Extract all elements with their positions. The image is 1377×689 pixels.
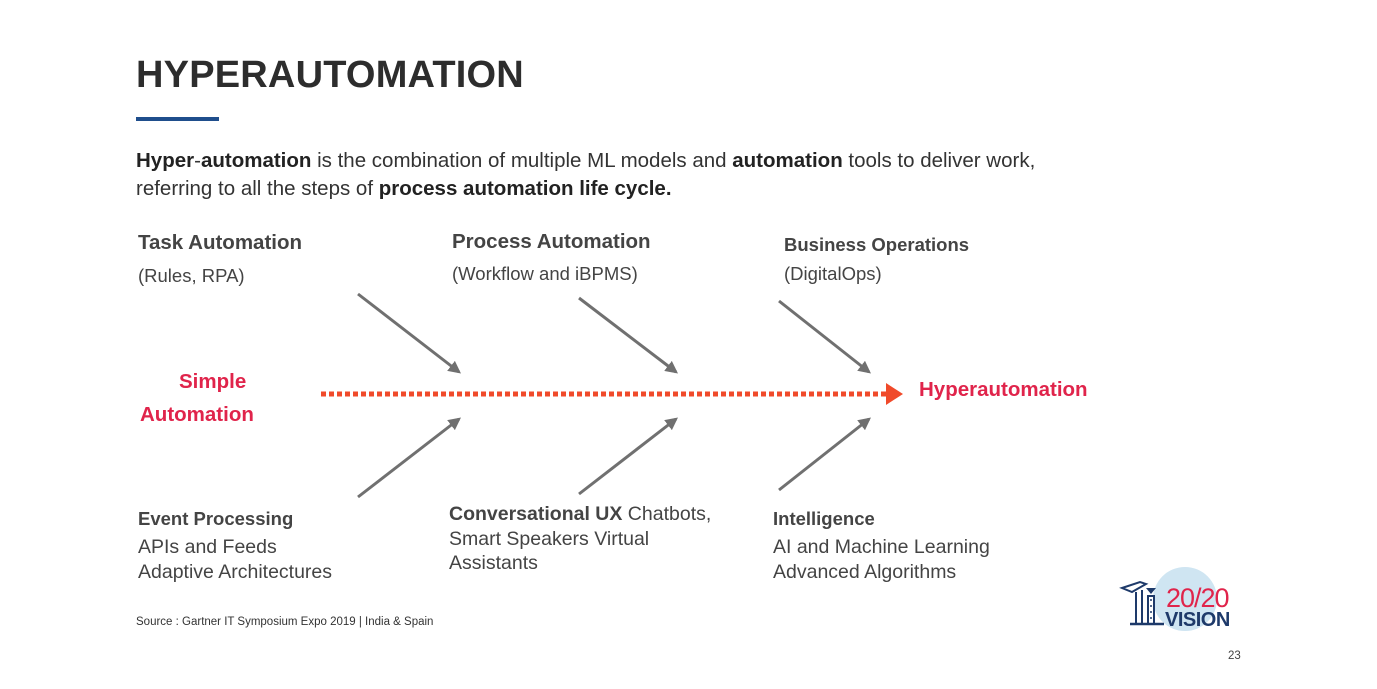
intro-line-2: referring to all the steps of process au…: [136, 177, 672, 200]
label-event-processing-body: APIs and Feeds Adaptive Architectures: [138, 535, 332, 584]
arrow-business-operations: [778, 299, 871, 374]
label-intelligence: Intelligence: [773, 508, 875, 529]
event-line-2: Adaptive Architectures: [138, 560, 333, 583]
intelligence-line-2: Advanced Algorithms: [773, 560, 957, 583]
intro-text-3: referring to all the steps of: [136, 177, 379, 200]
intro-text-2: tools to deliver work,: [842, 149, 1036, 172]
intro-paragraph: Hyper-automation is the combination of m…: [136, 147, 1035, 203]
vision-logo-icon: [1119, 567, 1217, 631]
label-task-automation: Task Automation: [138, 231, 303, 254]
page-title: HYPERAUTOMATION: [136, 54, 524, 96]
conversational-ux-heading: Conversational UX: [449, 503, 623, 525]
label-process-automation: Process Automation: [452, 230, 651, 253]
intro-line-1: Hyper-automation is the combination of m…: [136, 149, 1035, 172]
label-automation: Automation: [140, 403, 254, 426]
arrow-conversational-ux: [578, 417, 678, 496]
label-event-processing: Event Processing: [138, 508, 294, 529]
intro-bold-automation: automation: [200, 149, 312, 172]
intro-bold-hyper: Hyper: [136, 149, 195, 172]
intelligence-line-1: AI and Machine Learning: [773, 536, 990, 558]
conversational-ux-tail: Chatbots,: [622, 503, 712, 525]
arrow-intelligence: [778, 417, 871, 492]
intro-bold-lifecycle: process automation life cycle.: [378, 177, 672, 200]
title-underline: [136, 117, 219, 121]
source-citation: Source : Gartner IT Symposium Expo 2019 …: [136, 616, 434, 628]
intro-hyphen: -: [194, 149, 201, 172]
label-hyperautomation: Hyperautomation: [919, 378, 1088, 401]
label-task-automation-sub: (Rules, RPA): [138, 265, 245, 286]
arrow-task-automation: [357, 292, 461, 374]
label-simple: Simple: [179, 370, 247, 393]
intro-bold-automation-2: automation: [732, 149, 843, 172]
label-business-operations-sub: (DigitalOps): [784, 263, 882, 284]
intro-text-1: is the combination of multiple ML models…: [311, 149, 733, 172]
label-business-operations: Business Operations: [784, 234, 970, 255]
logo-text-2020: 20/20: [1166, 583, 1230, 613]
central-arrowhead: [886, 383, 903, 405]
label-conversational-ux: Conversational UX Chatbots, Smart Speake…: [449, 502, 711, 576]
arrow-process-automation: [578, 296, 679, 374]
label-intelligence-body: AI and Machine Learning Advanced Algorit…: [773, 535, 990, 584]
arrow-event-processing: [357, 417, 461, 499]
event-line-1: APIs and Feeds: [138, 536, 277, 558]
label-process-automation-sub: (Workflow and iBPMS): [452, 263, 638, 284]
page-number: 23: [1228, 650, 1241, 662]
conversational-line-2: Assistants: [449, 552, 538, 574]
logo-text-vision: VISION: [1165, 609, 1230, 631]
conversational-line-1: Smart Speakers Virtual: [449, 527, 650, 550]
